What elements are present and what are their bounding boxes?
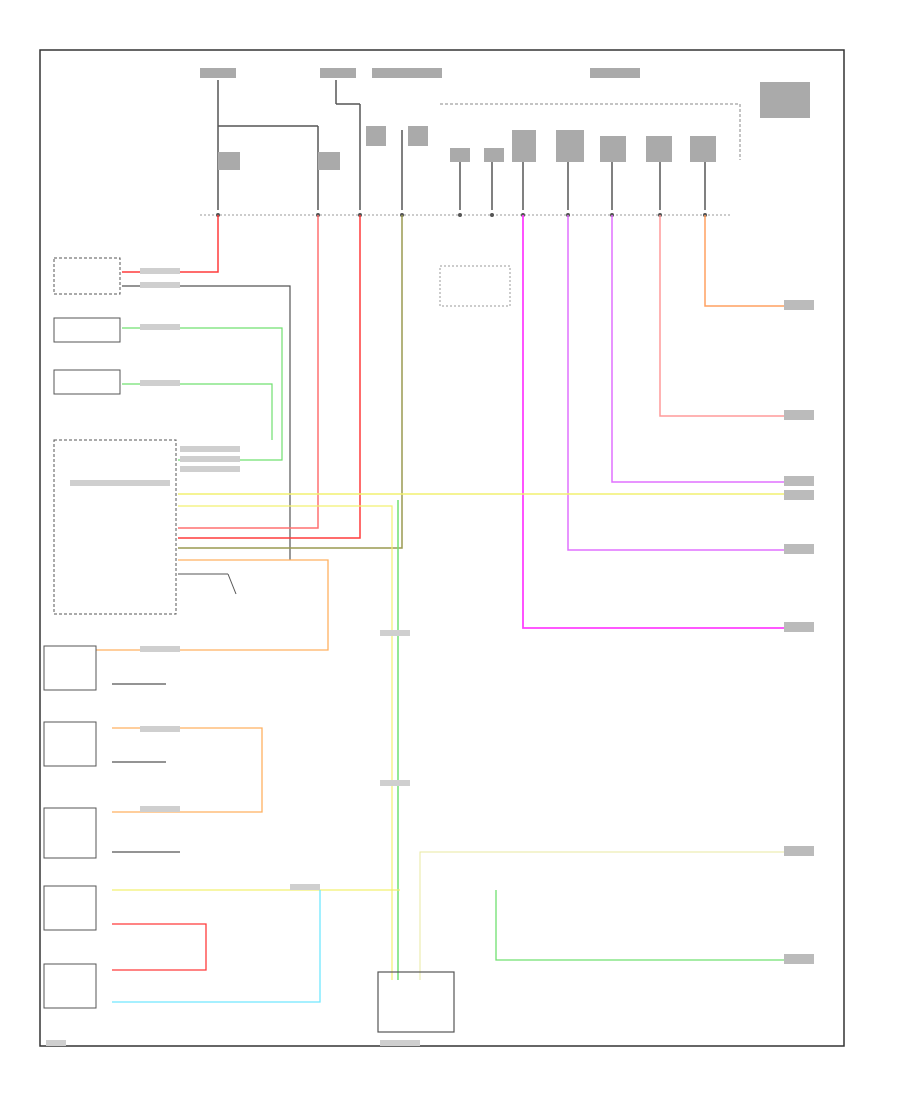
wire-yellow-right [419, 851, 800, 980]
ground-symbol-1 [178, 573, 237, 595]
wire-violet-1 [611, 215, 800, 483]
wire-pink-1 [178, 215, 319, 529]
wire-violet-2 [567, 215, 800, 551]
component-switch-b [53, 369, 121, 395]
wire-green-right [495, 890, 800, 961]
wire-orange-right [704, 215, 800, 307]
component-lamp-right [43, 963, 97, 1009]
component-switch-a [53, 317, 121, 343]
component-sensor-c [43, 807, 97, 859]
wire-pink-right [659, 215, 800, 417]
wire-red-lower [112, 923, 207, 971]
wire-magenta [522, 215, 800, 629]
component-bottom-module [377, 971, 455, 1033]
component-sensor-a [43, 645, 97, 691]
top-label-blocks [200, 68, 810, 170]
wire-label-blocks [46, 268, 420, 1046]
diagram-border [39, 49, 845, 1047]
top-power-feed [217, 80, 706, 210]
wire-green-2 [122, 383, 273, 440]
component-ground-junction [439, 265, 511, 307]
component-cluster [53, 439, 177, 615]
wire-red-upper [122, 215, 219, 273]
wire-orange-1 [96, 559, 329, 651]
component-lamp-left [43, 885, 97, 931]
wire-olive [178, 215, 403, 549]
right-edge-markers [784, 300, 814, 964]
wire-cyan-lower [112, 890, 321, 1003]
component-upper-left [53, 257, 121, 295]
wire-orange-2 [112, 727, 263, 813]
wire-yellow-2 [178, 505, 393, 980]
component-sensor-b [43, 721, 97, 767]
wire-pink-2 [178, 215, 361, 539]
